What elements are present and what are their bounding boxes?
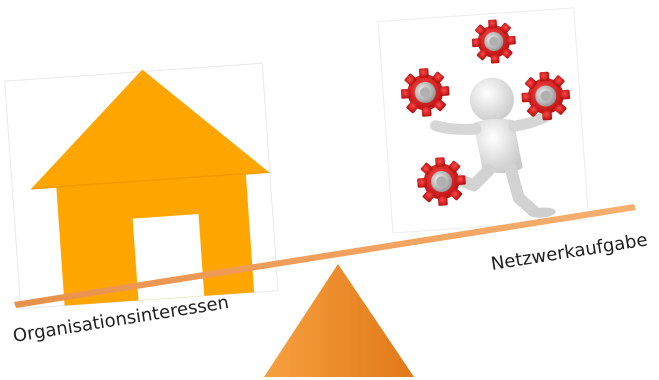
gears-panel [377,7,590,234]
house-icon [30,69,270,306]
right-label: Netzwerkaufgabe [489,229,648,274]
juggling-gears-figure-icon [399,18,572,218]
triangle-fulcrum-icon [264,264,414,377]
house-panel [4,62,279,310]
seesaw-beam [14,204,636,308]
